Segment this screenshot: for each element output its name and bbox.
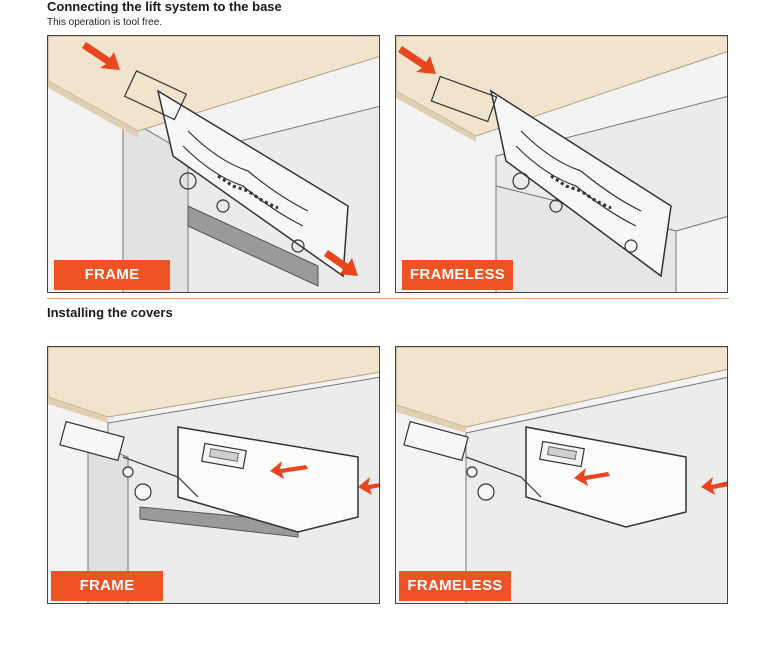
- illustration-connect-frameless: FRAMELESS: [395, 35, 728, 293]
- cover-installation-drawing: [48, 347, 379, 603]
- illustration-covers-frameless: FRAMELESS: [395, 346, 728, 604]
- section-title-connecting: Connecting the lift system to the base: [47, 0, 282, 14]
- section-title-covers: Installing the covers: [47, 305, 173, 320]
- lift-mechanism-drawing: [396, 36, 727, 292]
- label-frameless-badge: FRAMELESS: [399, 571, 511, 601]
- illustration-covers-frame: FRAME: [47, 346, 380, 604]
- section-subtitle: This operation is tool free.: [47, 17, 163, 28]
- cover-installation-drawing: [396, 347, 727, 603]
- illustration-connect-frame: FRAME: [47, 35, 380, 293]
- label-frame-badge: FRAME: [51, 571, 163, 601]
- label-frameless-badge: FRAMELESS: [402, 260, 513, 290]
- lift-mechanism-drawing: [48, 36, 379, 292]
- label-frame-badge: FRAME: [54, 260, 170, 290]
- section-divider: [47, 298, 729, 299]
